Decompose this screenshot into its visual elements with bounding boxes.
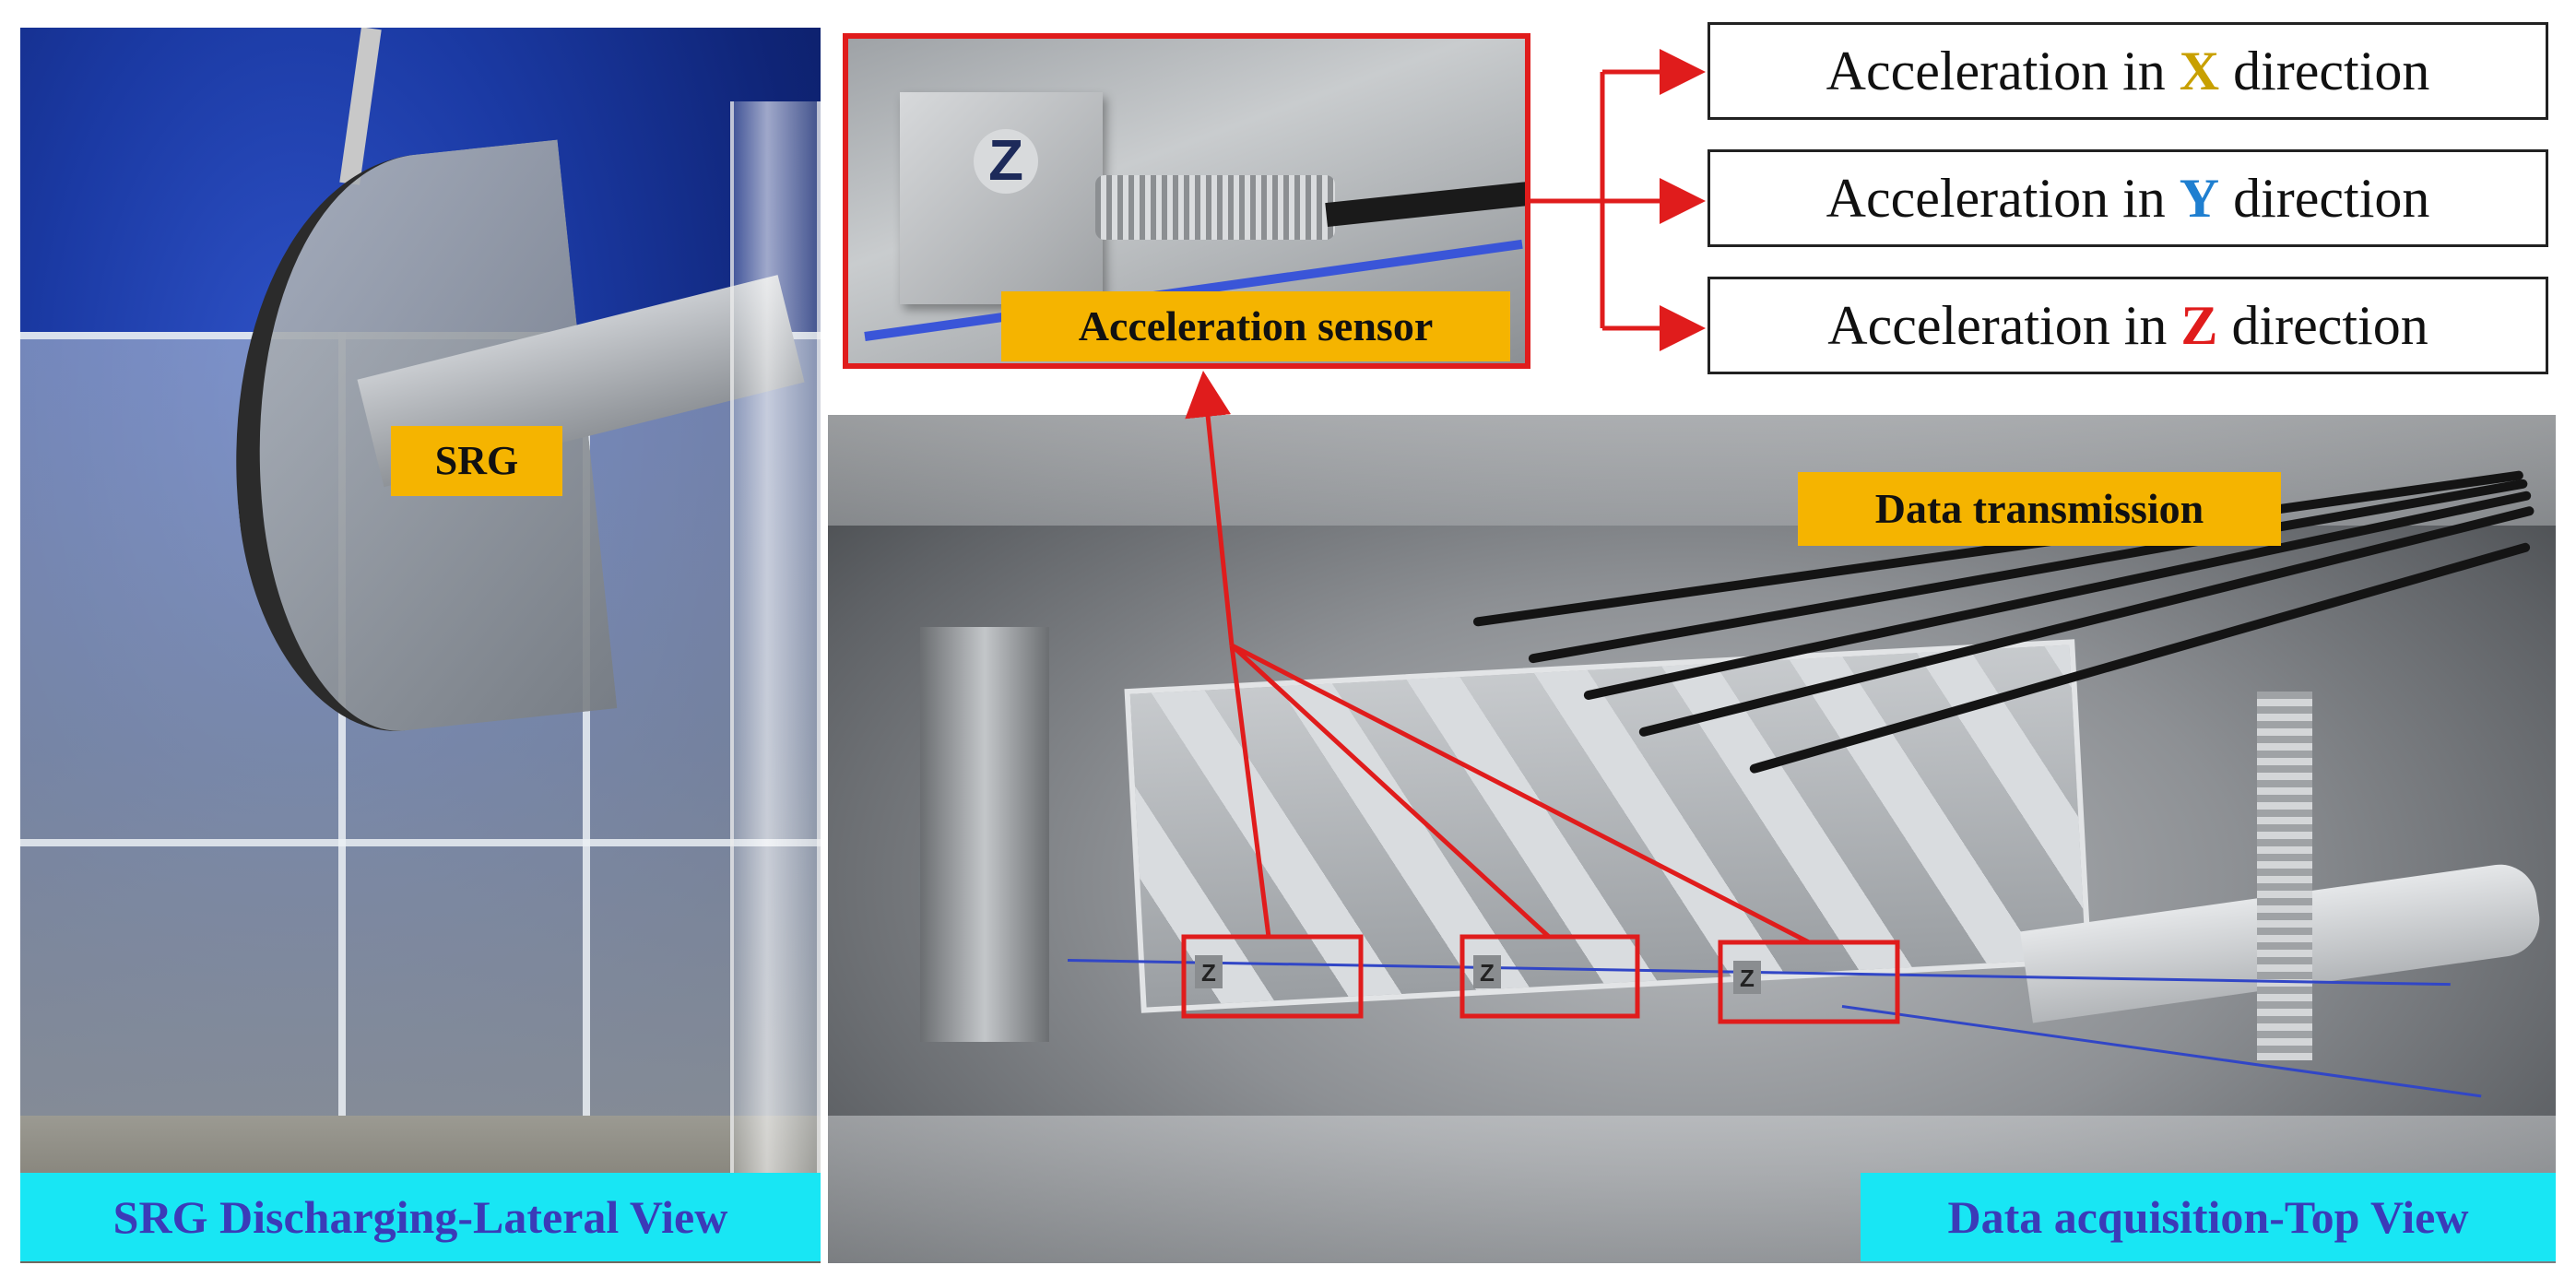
direction-z-axis: Z <box>2180 295 2218 356</box>
direction-x-prefix: Acceleration in <box>1826 41 2180 101</box>
gate-skin <box>920 627 1049 1042</box>
sensor-cube <box>900 92 1103 304</box>
sensor-marker-2: Z <box>1473 955 1501 988</box>
sensor-box-2 <box>1459 934 1640 1019</box>
direction-x-axis: X <box>2179 41 2220 101</box>
link-line-1 <box>1229 644 1271 938</box>
direction-y-suffix: direction <box>2219 168 2430 229</box>
top-view-caption: Data acquisition-Top View <box>1861 1173 2556 1261</box>
arrow-to-sensor-inset <box>1185 371 1235 646</box>
direction-z-prefix: Acceleration in <box>1827 295 2181 356</box>
data-transmission-callout: Data transmission <box>1798 472 2281 546</box>
direction-z-suffix: direction <box>2217 295 2428 356</box>
srg-callout: SRG <box>391 426 562 496</box>
direction-y-prefix: Acceleration in <box>1826 168 2180 229</box>
direction-y-box: Acceleration in Y direction <box>1707 149 2548 247</box>
sensor-marker-2-label: Z <box>1480 959 1495 987</box>
tank-post-1 <box>338 332 346 1199</box>
link-line-2 <box>1230 644 1551 939</box>
direction-y-axis: Y <box>2179 168 2220 229</box>
srg-lateral-photo <box>20 28 821 1263</box>
piezometer-tube <box>730 101 821 1189</box>
direction-x-box: Acceleration in X direction <box>1707 22 2548 120</box>
lateral-view-caption: SRG Discharging-Lateral View <box>20 1173 821 1261</box>
sensor-marker-3: Z <box>1733 961 1761 994</box>
sensor-inset-frame <box>843 33 1530 369</box>
threaded-rod <box>2257 692 2312 1060</box>
sensor-cube-mark: Z <box>974 129 1038 194</box>
sensor-box-1 <box>1181 934 1364 1019</box>
link-line-3 <box>1230 643 1811 945</box>
acceleration-sensor-callout: Acceleration sensor <box>1001 291 1510 361</box>
tank-post-2 <box>583 332 590 1199</box>
sensor-connector <box>1095 175 1335 240</box>
sensor-marker-1: Z <box>1195 955 1223 988</box>
sensor-marker-1-label: Z <box>1201 959 1216 987</box>
sensor-marker-3-label: Z <box>1740 964 1755 992</box>
direction-x-suffix: direction <box>2219 41 2430 101</box>
direction-z-box: Acceleration in Z direction <box>1707 277 2548 374</box>
tank-edge-mid <box>20 839 821 846</box>
